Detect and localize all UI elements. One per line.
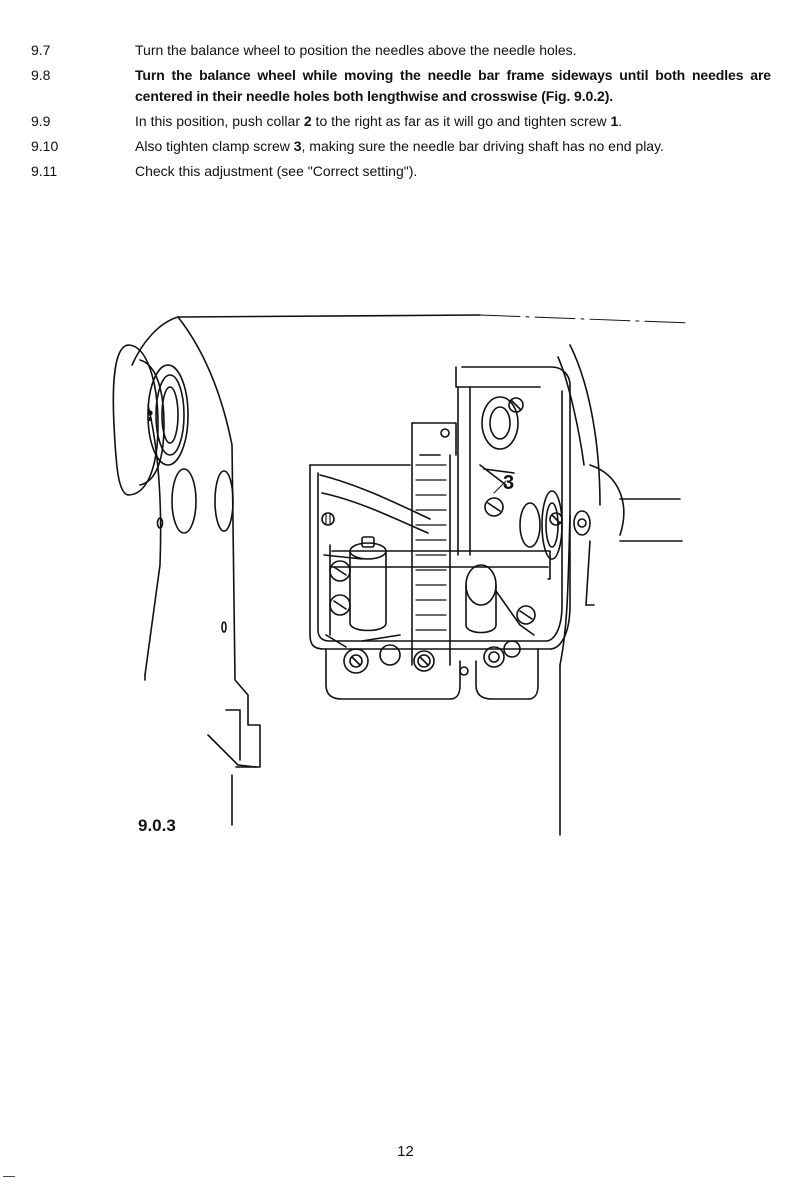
step-9-9: 9.9 In this position, push collar 2 to t… — [31, 111, 771, 132]
step-text-part: In this position, push collar — [135, 113, 304, 129]
step-number: 9.11 — [31, 163, 58, 179]
step-text: Also tighten clamp screw 3, making sure … — [135, 136, 771, 157]
step-number: 9.7 — [31, 42, 51, 58]
screw-ref: 1 — [610, 113, 619, 129]
step-text-part: . — [618, 113, 623, 129]
corner-mark — [3, 1176, 15, 1177]
step-number: 9.8 — [31, 67, 51, 83]
page-number: 12 — [397, 1143, 414, 1160]
figure-label: 9.0.3 — [138, 816, 176, 835]
step-9-10: 9.10 Also tighten clamp screw 3, making … — [31, 136, 771, 157]
step-text: Turn the balance wheel to position the n… — [135, 42, 577, 58]
step-9-8: 9.8 Turn the balance wheel while moving … — [31, 65, 771, 107]
step-text: In this position, push collar 2 to the r… — [135, 111, 771, 132]
step-text-part: to the right as far as it will go and ti… — [311, 113, 611, 129]
step-number: 9.10 — [31, 138, 59, 154]
step-text-part: , making sure the needle bar driving sha… — [301, 138, 664, 154]
machine-illustration: 3 — [112, 314, 691, 836]
collar-ref: 2 — [303, 113, 312, 129]
step-text-part: Also tighten clamp screw — [135, 138, 294, 154]
callout-3: 3 — [503, 472, 514, 494]
screw-ref: 3 — [293, 138, 302, 154]
step-text: Turn the balance wheel while moving the … — [135, 67, 771, 104]
step-text: Check this adjustment (see "Correct sett… — [135, 163, 418, 179]
adjustment-steps: 9.7 Turn the balance wheel to position t… — [31, 40, 771, 182]
step-9-11: 9.11 Check this adjustment (see "Correct… — [31, 161, 771, 182]
step-number: 9.9 — [31, 113, 51, 129]
step-9-7: 9.7 Turn the balance wheel to position t… — [31, 40, 771, 61]
